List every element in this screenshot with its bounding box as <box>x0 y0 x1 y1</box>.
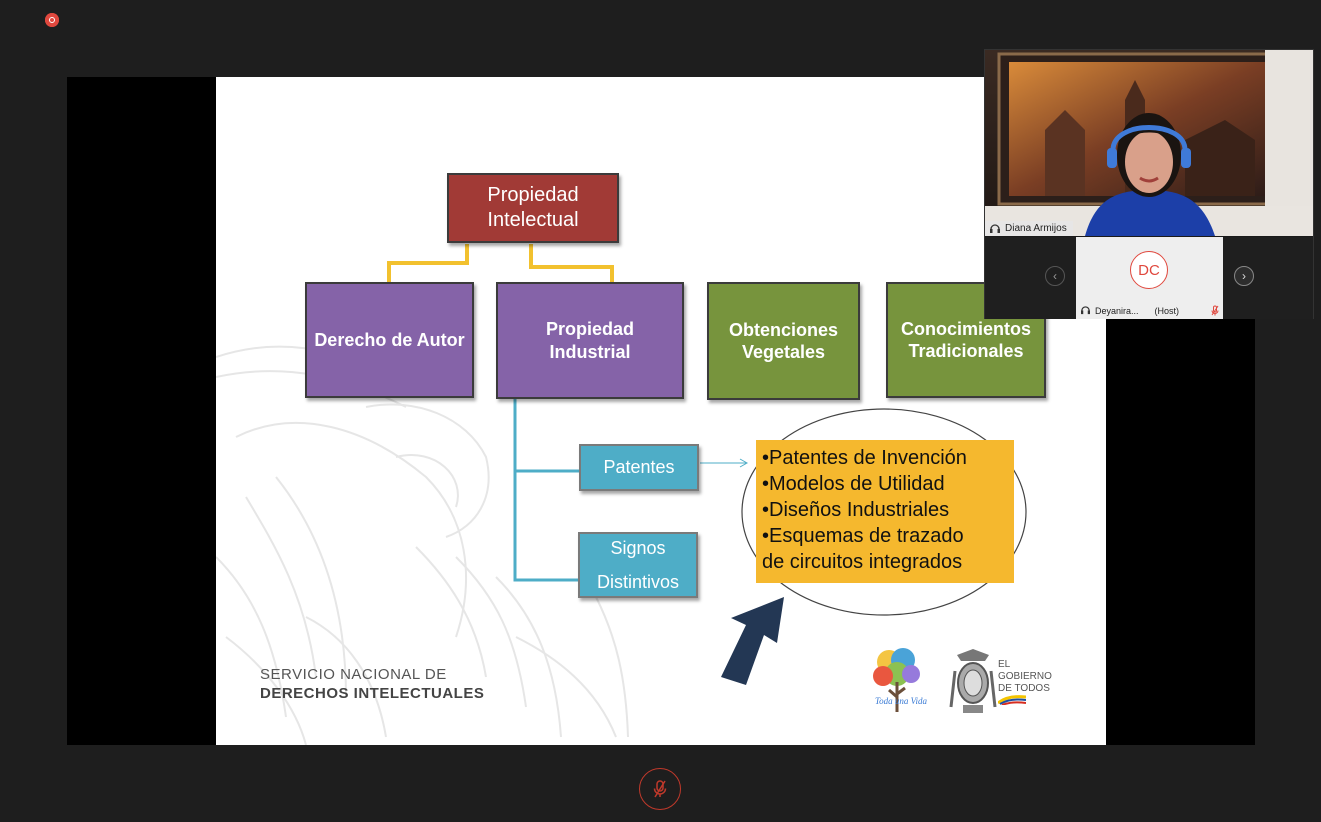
speaker-name: Diana Armijos <box>1005 223 1067 234</box>
host-name: Deyanira... <box>1095 305 1139 316</box>
presentation-slide: Propiedad Intelectual Derecho de Autor P… <box>216 77 1106 745</box>
participant-tile-host[interactable]: DC Deyanira... (Host) <box>1076 237 1223 319</box>
senadi-logo: SERVICIO NACIONAL DE DERECHOS INTELECTUA… <box>260 665 484 703</box>
list-item: •Modelos de Utilidad <box>762 473 945 495</box>
category-label: Obtenciones Vegetales <box>728 319 839 363</box>
host-name-tag: Deyanira... (Host) <box>1080 305 1219 316</box>
gob-line-2: GOBIERNO <box>998 671 1052 682</box>
speaker-video-image <box>985 50 1313 236</box>
headset-icon <box>990 223 1000 233</box>
diagram-connectors <box>387 244 1027 685</box>
subcategory-box-patentes: Patentes <box>579 444 699 491</box>
coat-of-arms-watermark <box>216 345 629 745</box>
muted-mic-icon <box>653 780 667 798</box>
chevron-left-icon: ‹ <box>1053 269 1057 283</box>
host-role: (Host) <box>1154 305 1180 316</box>
category-label: Derecho de Autor <box>314 329 465 350</box>
participant-strip: ‹ DC Deyanira... (Host) › <box>985 237 1313 319</box>
toda-una-vida-logo: Toda una Vida <box>873 648 928 712</box>
category-label: Conocimientos Tradicionales <box>900 318 1031 362</box>
unmute-button[interactable] <box>639 768 681 810</box>
flag-swoosh-icon <box>997 695 1027 706</box>
avatar: DC <box>1130 251 1168 289</box>
video-panel: Diana Armijos ‹ DC Deyanira... (Host) <box>984 49 1314 319</box>
highlight-ellipse <box>741 408 1027 616</box>
next-page-button[interactable]: › <box>1234 266 1254 286</box>
list-item: •Esquemas de trazado <box>762 525 964 547</box>
gob-line-3: DE TODOS <box>998 683 1050 694</box>
list-item: •Diseños Industriales <box>762 499 950 521</box>
org-line-2: DERECHOS INTELECTUALES <box>260 685 485 702</box>
subcategory-label: Signos Distintivos <box>596 538 680 592</box>
ecuador-coat-of-arms-icon <box>949 649 997 713</box>
category-box-derecho-de-autor: Derecho de Autor <box>305 282 474 398</box>
recording-indicator-icon <box>45 13 59 27</box>
speaker-name-tag: Diana Armijos <box>985 221 1073 236</box>
gobierno-logo: EL GOBIERNO DE TODOS <box>997 659 1052 709</box>
pointer-arrow-icon <box>721 597 784 685</box>
category-label: Propiedad Industrial <box>545 319 634 362</box>
muted-mic-icon <box>1211 305 1219 316</box>
patent-types-list: •Patentes de Invención •Modelos de Utili… <box>756 440 1014 583</box>
gob-line-1: EL <box>998 659 1011 670</box>
org-line-1: SERVICIO NACIONAL DE <box>260 666 447 683</box>
list-item: de circuitos integrados <box>762 551 963 573</box>
chevron-right-icon: › <box>1242 269 1246 283</box>
category-box-obtenciones-vegetales: Obtenciones Vegetales <box>707 282 860 400</box>
list-item: •Patentes de Invención <box>762 447 967 469</box>
root-label: Propiedad Intelectual <box>487 184 579 231</box>
subcategory-label: Patentes <box>603 457 675 478</box>
subcategory-box-signos-distintivos: Signos Distintivos <box>578 532 698 598</box>
speaker-video[interactable]: Diana Armijos <box>985 50 1313 236</box>
headset-icon <box>1081 306 1090 315</box>
toda-una-vida-text: Toda una Vida <box>875 696 928 706</box>
prev-page-button[interactable]: ‹ <box>1045 266 1065 286</box>
root-box: Propiedad Intelectual <box>447 173 619 243</box>
category-box-propiedad-industrial: Propiedad Industrial <box>496 282 684 399</box>
